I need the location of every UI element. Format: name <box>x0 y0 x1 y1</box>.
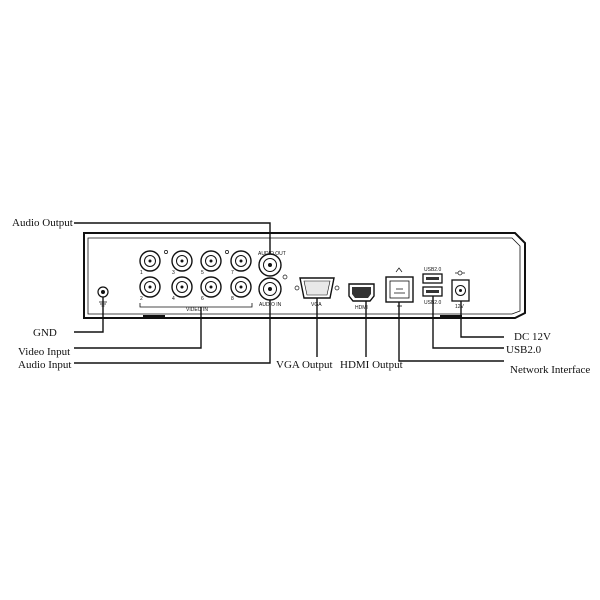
channel-number: 6 <box>201 296 204 302</box>
gnd-terminal <box>97 286 109 307</box>
left-foot <box>143 315 165 319</box>
video-in-bracket <box>139 303 253 308</box>
bnc-connector-4 <box>171 276 193 298</box>
video-input-callout: Video Input <box>18 346 70 358</box>
channel-number: 5 <box>201 270 204 276</box>
vga-port: VGA <box>294 277 340 308</box>
hdmi-label: HDMI <box>355 305 368 311</box>
bnc-connector-7 <box>230 250 252 272</box>
dc-12v-callout: DC 12V <box>514 331 551 343</box>
hdmi-output-callout: HDMI Output <box>340 359 403 371</box>
network-port <box>385 267 414 307</box>
channel-number: 2 <box>140 296 143 302</box>
video-input-leader <box>74 307 202 349</box>
channel-number: 7 <box>231 270 234 276</box>
vga-output-callout: VGA Output <box>276 359 333 371</box>
indicator-dot <box>282 274 288 280</box>
video-in-label: VIDEO IN <box>186 307 208 313</box>
network-callout: Network Interface <box>510 364 590 376</box>
dc-leader <box>460 301 504 338</box>
channel-number: 1 <box>140 270 143 276</box>
video-input-bnc-group: 1 3 5 7 2 4 6 8 VIDEO IN <box>139 250 253 313</box>
audio-input-leader <box>74 300 271 364</box>
right-foot <box>440 315 462 319</box>
bnc-connector-1 <box>139 250 161 272</box>
channel-number: 4 <box>172 296 175 302</box>
usb-callout: USB2.0 <box>506 344 542 356</box>
channel-number: 3 <box>172 270 175 276</box>
usb-leader <box>432 296 504 349</box>
bnc-connector-5 <box>200 250 222 272</box>
audio-output-leader <box>74 222 271 254</box>
audio-out-connector: AUDIO OUT <box>258 251 286 277</box>
bnc-connector-6 <box>200 276 222 298</box>
dc-label: 12V <box>455 304 465 310</box>
bnc-connector-2 <box>139 276 161 298</box>
gnd-callout: GND <box>33 327 57 339</box>
channel-number: 8 <box>231 296 234 302</box>
audio-out-label: AUDIO OUT <box>258 251 286 257</box>
bnc-connector-3 <box>171 250 193 272</box>
indicator-dot <box>164 250 168 254</box>
network-leader <box>398 302 504 362</box>
usb-top-label: USB2.0 <box>424 267 441 273</box>
audio-output-callout: Audio Output <box>12 217 73 229</box>
gnd-leader <box>74 297 104 333</box>
indicator-dot <box>225 250 229 254</box>
hdmi-port: HDMI <box>348 283 375 311</box>
bnc-connector-8 <box>230 276 252 298</box>
audio-input-callout: Audio Input <box>18 359 71 371</box>
network-icon <box>395 267 403 273</box>
dvr-chassis <box>83 232 526 319</box>
